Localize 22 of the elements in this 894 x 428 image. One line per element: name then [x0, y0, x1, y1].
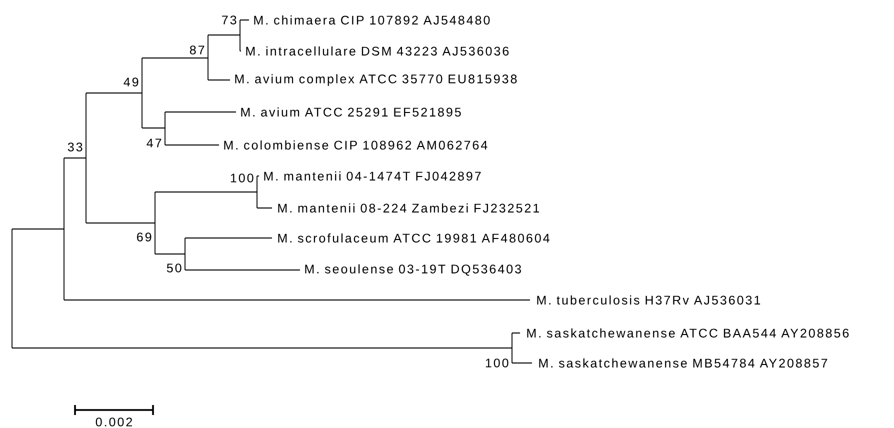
taxon-label: M. saskatchewanense MB54784 AY208857 — [539, 358, 828, 368]
scale-label: 0.002 — [96, 418, 132, 426]
bootstrap-value: 47 — [146, 138, 162, 148]
taxon-label: M. saskatchewanense ATCC BAA544 AY208856 — [527, 328, 849, 338]
taxon-label: M. avium complex ATCC 35770 EU815938 — [235, 74, 517, 86]
bootstrap-value: 33 — [68, 142, 82, 152]
taxon-label: M. avium ATCC 25291 EF521895 — [241, 107, 461, 117]
taxon-label: M. intracellulare DSM 43223 AJ536036 — [246, 46, 509, 56]
taxon-label: M. mantenii 04-1474T FJ042897 — [264, 171, 481, 181]
bootstrap-value: 100 — [230, 174, 254, 182]
taxon-label: M. chimaera CIP 107892 AJ548480 — [254, 15, 490, 25]
taxon-label: M. tuberculosis H37Rv AJ536031 — [537, 295, 760, 305]
bootstrap-value: 49 — [124, 78, 138, 86]
taxon-label: M. scrofulaceum ATCC 19981 AF480604 — [278, 233, 550, 243]
taxon-label: M. seoulense 03-19T DQ536403 — [305, 264, 521, 276]
bootstrap-value: 50 — [166, 264, 182, 272]
taxon-label: M. mantenii 08-224 Zambezi FJ232521 — [278, 203, 540, 213]
taxon-label: M. colombiense CIP 108962 AM062764 — [224, 140, 488, 150]
bootstrap-value: 100 — [486, 358, 508, 368]
bootstrap-value: 73 — [222, 16, 236, 24]
bootstrap-value: 87 — [190, 46, 204, 54]
bootstrap-value: 69 — [137, 232, 152, 242]
